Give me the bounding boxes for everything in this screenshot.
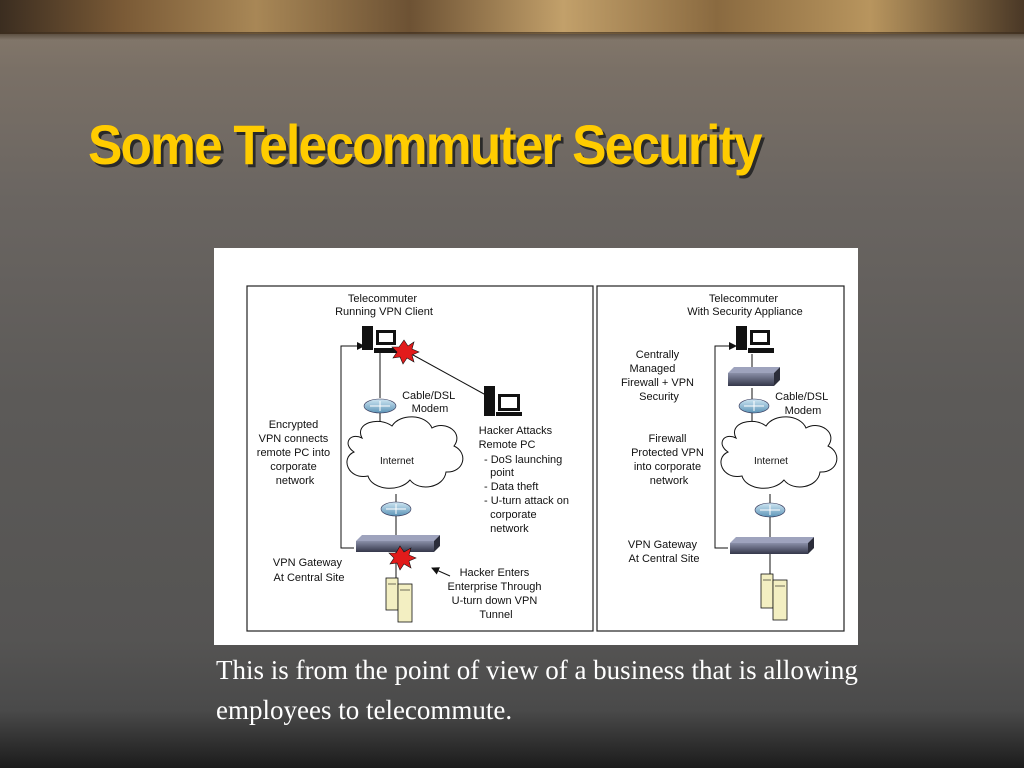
left-modem-label: Cable/DSL Modem [402, 390, 458, 415]
security-appliance-icon [728, 367, 780, 386]
left-panel-frame [246, 285, 594, 632]
encrypted-vpn-label: Encrypted VPN connects remote PC into co… [257, 419, 333, 487]
right-central-router-icon [754, 502, 786, 518]
telecommuter-pc-icon [362, 326, 400, 353]
right-servers-icon [760, 573, 788, 621]
left-central-router-icon [380, 501, 412, 517]
firewall-vpn-label: Firewall Protected VPN into corporate ne… [631, 433, 707, 487]
right-telecommuter-label: Telecommuter With Security Appliance [687, 293, 803, 318]
left-vpn-gateway-icon [356, 535, 440, 552]
left-internet-cloud-icon [346, 416, 464, 489]
slide-caption: This is from the point of view of a busi… [216, 655, 858, 725]
left-servers-icon [385, 577, 413, 623]
right-panel-frame [596, 285, 845, 632]
left-telecommuter-label: Telecommuter Running VPN Client [335, 293, 433, 318]
hacker-enters-label: Hacker Enters Enterprise Through U-turn … [447, 567, 544, 621]
decorative-top-band [0, 0, 1024, 40]
right-gateway-label: VPN Gateway At Central Site [628, 539, 700, 565]
appliance-label: Centrally Managed Firewall + VPN Securit… [621, 349, 697, 403]
right-telecommuter-pc-icon [736, 326, 774, 353]
slide-title: Some Telecommuter Security [88, 113, 763, 176]
network-diagram: Telecommuter Running VPN Client [214, 248, 858, 645]
attack-burst-icon [391, 339, 420, 365]
right-modem-label: Cable/DSL Modem [775, 391, 831, 417]
hacker-attack-list: - DoS launching point - Data theft - U-t… [214, 248, 597, 535]
left-internet-label: Internet [380, 456, 414, 467]
right-panel: Telecommuter With Security Appliance [621, 293, 838, 621]
hacker-attacks-label: Hacker Attacks Remote PC [479, 425, 556, 451]
left-gateway-label: VPN Gateway At Central Site [273, 557, 345, 584]
hacker-pc-icon [484, 386, 522, 416]
gateway-burst-icon [388, 545, 417, 571]
network-diagram-svg: Telecommuter Running VPN Client [214, 248, 845, 632]
left-modem-router-icon [363, 398, 397, 414]
left-panel: Telecommuter Running VPN Client [214, 248, 597, 623]
right-internet-cloud-icon [720, 416, 838, 489]
right-vpn-gateway-icon [730, 537, 814, 554]
right-modem-router-icon [738, 398, 770, 414]
right-internet-label: Internet [754, 456, 788, 467]
